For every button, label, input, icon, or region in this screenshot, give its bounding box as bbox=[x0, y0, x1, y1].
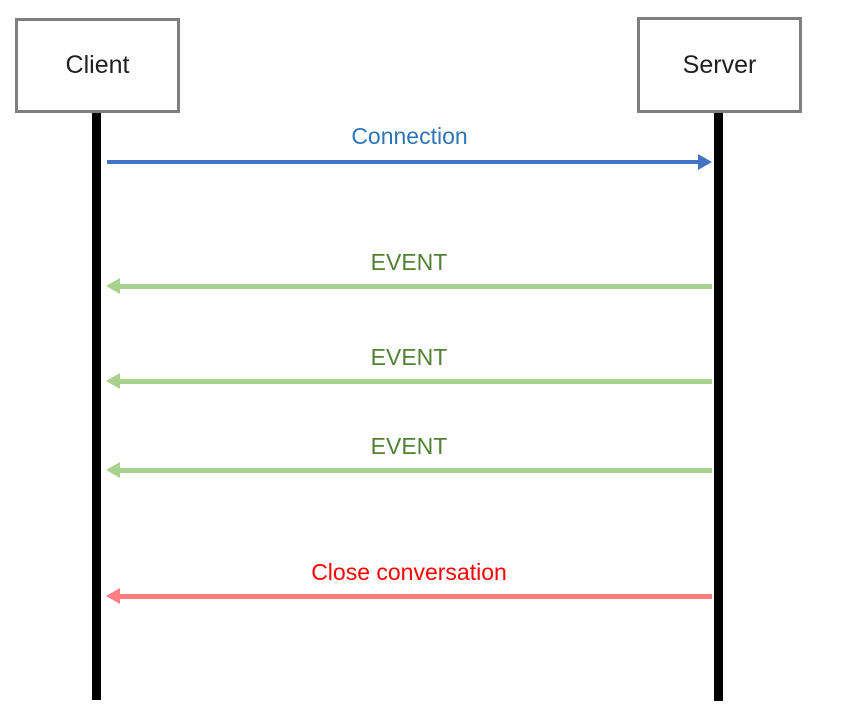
message-label: Connection bbox=[351, 123, 468, 149]
actor-label-server: Server bbox=[682, 50, 757, 79]
actor-box-client: Client bbox=[15, 18, 180, 113]
event-arrow-3 bbox=[106, 462, 712, 478]
arrow-line bbox=[107, 160, 700, 164]
event-arrow-2 bbox=[106, 373, 712, 389]
arrowhead-left-icon bbox=[106, 462, 120, 478]
lifeline-server bbox=[714, 113, 723, 701]
message-connection: Connection bbox=[107, 122, 712, 172]
event-arrow-1 bbox=[106, 278, 712, 294]
message-label: EVENT bbox=[370, 249, 448, 275]
message-event-2: EVENT bbox=[106, 343, 712, 391]
lifeline-client bbox=[92, 113, 101, 700]
message-event-1: EVENT bbox=[106, 248, 712, 296]
message-label: Close conversation bbox=[311, 559, 507, 585]
actor-label-client: Client bbox=[65, 51, 130, 79]
close-conversation-arrow bbox=[106, 588, 712, 604]
message-close-conversation: Close conversation bbox=[106, 558, 712, 606]
arrow-line bbox=[118, 468, 712, 473]
message-label: EVENT bbox=[370, 433, 448, 459]
arrowhead-left-icon bbox=[106, 373, 120, 389]
arrowhead-right-icon bbox=[698, 154, 712, 170]
arrow-line bbox=[118, 594, 712, 599]
actor-box-server: Server bbox=[637, 17, 802, 113]
arrowhead-left-icon bbox=[106, 278, 120, 294]
connection-arrow bbox=[107, 154, 712, 170]
arrow-line bbox=[118, 284, 712, 289]
arrow-line bbox=[118, 379, 712, 384]
message-event-3: EVENT bbox=[106, 432, 712, 480]
message-label: EVENT bbox=[370, 344, 448, 370]
arrowhead-left-icon bbox=[106, 588, 120, 604]
